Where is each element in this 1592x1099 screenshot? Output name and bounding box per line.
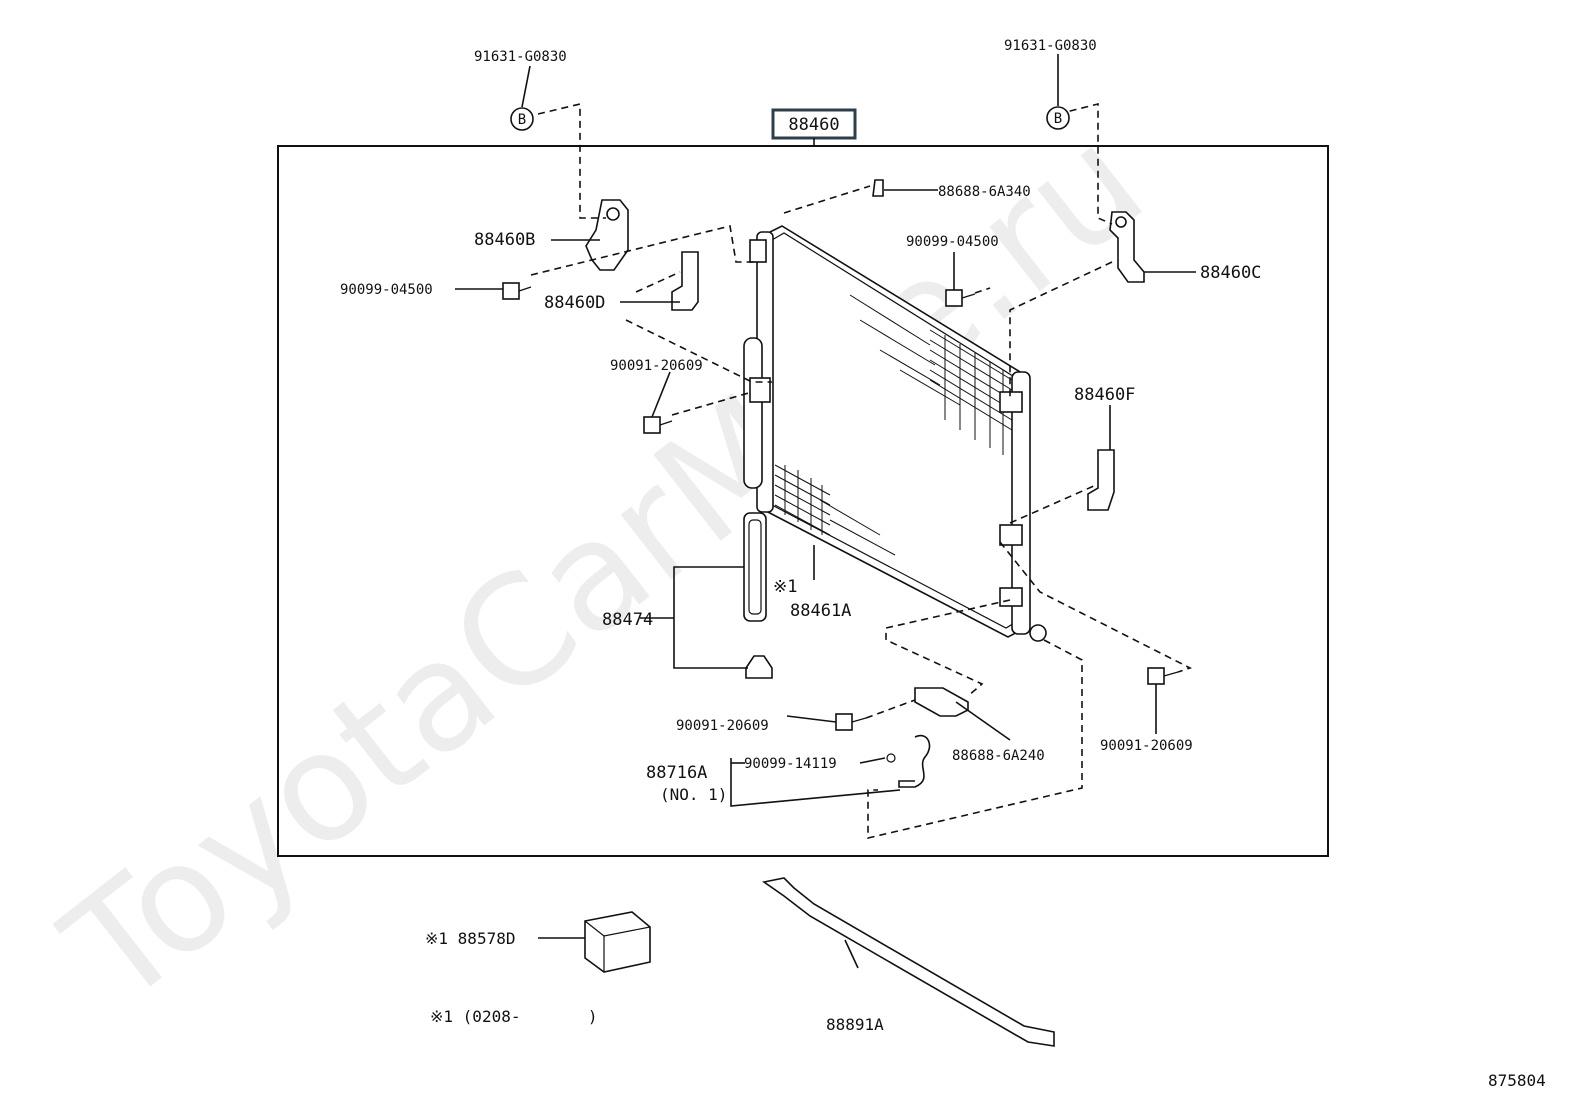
label-bolt-top-right: 91631-G0830 [1004, 38, 1097, 54]
bolt-left-icon [502, 282, 532, 300]
bracket-88460c-part [1109, 211, 1145, 283]
label-bracket-c: 88460C [1200, 263, 1261, 283]
assembly-frame [277, 145, 1329, 857]
diagram-number: 875804 [1488, 1071, 1546, 1090]
receiver-dryer-tube [743, 337, 771, 489]
label-bolt-top-left: 91631-G0830 [474, 49, 567, 65]
label-oring: 90099-14119 [744, 756, 837, 772]
bolt-center-icon [945, 289, 976, 307]
label-footnote: ※1 (0208- ) [430, 1007, 598, 1026]
label-bolt-lower: 90091-20609 [676, 718, 769, 734]
clip-88688-6a340-part [872, 179, 884, 197]
marker-b-left: B [510, 107, 534, 131]
clip-88688-6a240-part [914, 687, 969, 717]
label-bolt-right: 90091-20609 [1100, 738, 1193, 754]
seal-strip-part [762, 877, 1055, 1047]
cushion-pad-part [584, 911, 651, 973]
assembly-dashed-lines [530, 102, 1193, 840]
dryer-filter-part [743, 512, 773, 679]
bracket-88460b-part [585, 199, 629, 271]
bolt-right-icon [1147, 667, 1179, 685]
marker-b-left-letter: B [518, 112, 526, 128]
label-bolt-center: 90099-04500 [906, 234, 999, 250]
leader-lines [455, 54, 1196, 969]
label-clip-top: 88688-6A340 [938, 184, 1031, 200]
label-pipe-sub: (NO. 1) [660, 785, 727, 804]
label-seal: 88891A [826, 1015, 884, 1034]
label-pad-note: ※1 88578D [425, 929, 515, 948]
marker-b-right-letter: B [1054, 111, 1062, 127]
pipe-88716a-part [886, 734, 931, 788]
label-clip-bottom: 88688-6A240 [952, 748, 1045, 764]
bolt-side-icon [643, 416, 673, 434]
group-code: 88460 [788, 115, 839, 135]
marker-b-right: B [1046, 106, 1070, 130]
label-bolt-left: 90099-04500 [340, 282, 433, 298]
label-bolt-side: 90091-20609 [610, 358, 703, 374]
label-bracket-f: 88460F [1074, 385, 1135, 405]
label-pipe: 88716A [646, 763, 707, 783]
label-bracket-b: 88460B [474, 230, 535, 250]
label-dryer: 88474 [602, 610, 653, 630]
condenser-core [749, 225, 1047, 642]
label-bracket-d: 88460D [544, 293, 605, 313]
bracket-88460f-part [1087, 449, 1115, 511]
bracket-88460d-part [671, 251, 699, 311]
label-condenser: 88461A [790, 601, 851, 621]
label-note-ref: ※1 [773, 577, 797, 597]
bolt-lower-icon [835, 713, 867, 731]
